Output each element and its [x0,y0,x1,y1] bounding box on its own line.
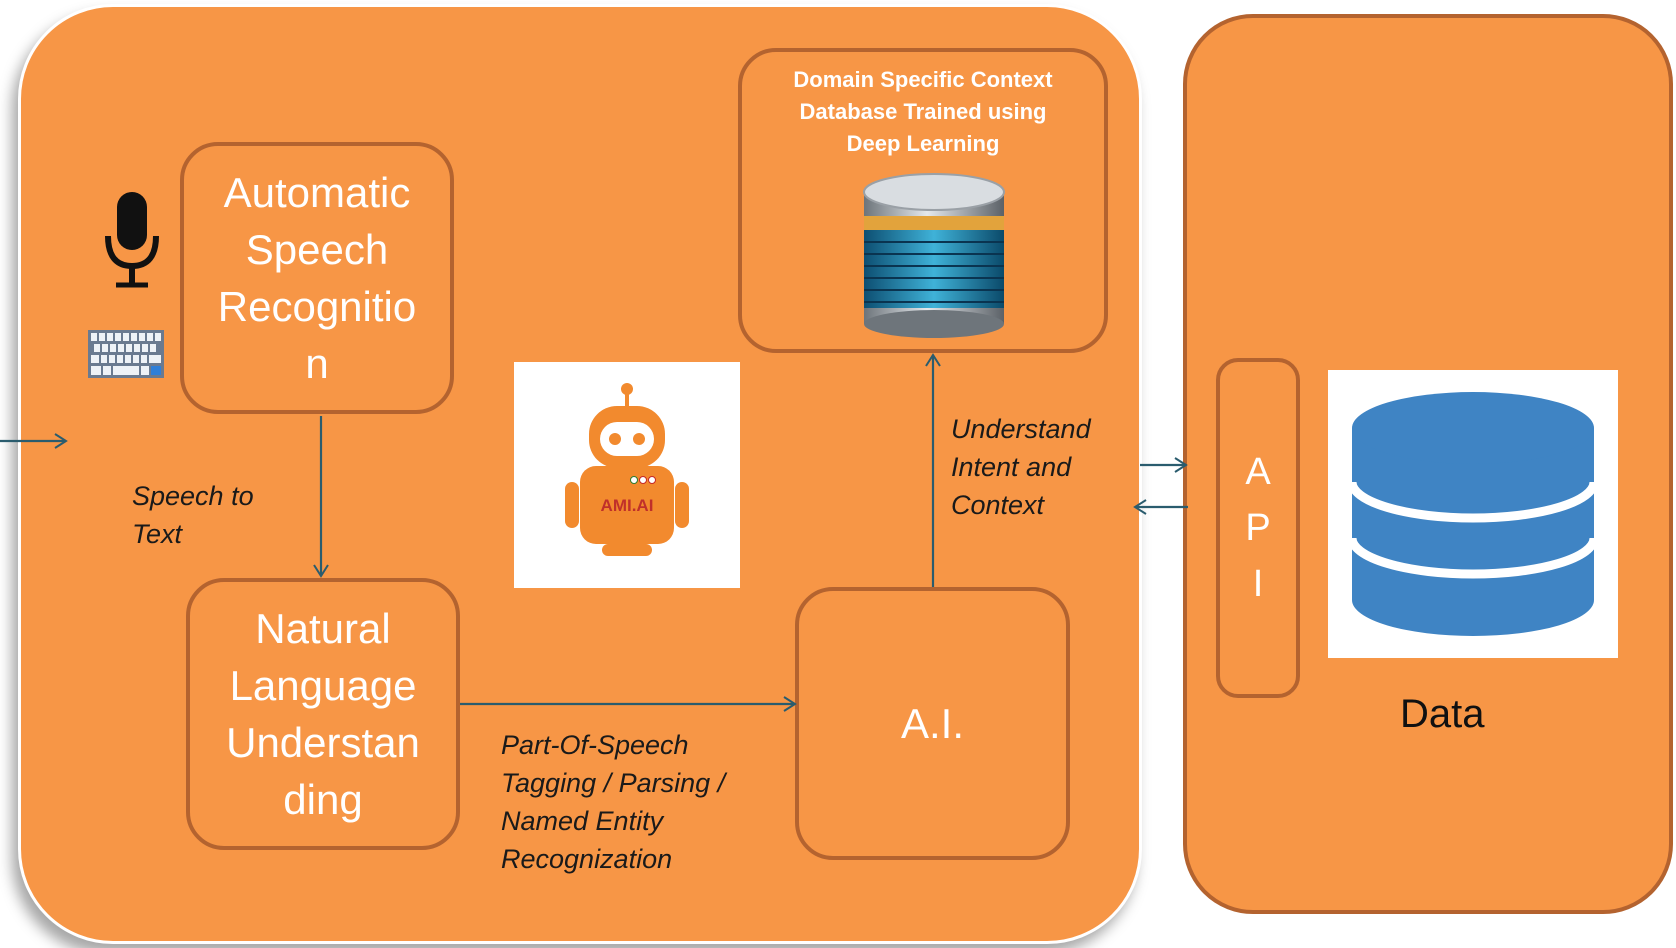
understand-intent-label: Understand Intent and Context [951,414,1091,520]
data-card [1328,370,1618,658]
ai-label: A.I. [900,700,965,747]
pos-tagging-label: Part-Of-Speech Tagging / Parsing / Named… [501,730,726,874]
ai-box: A.I. [795,587,1070,860]
nlu-text: Natural Language Understan ding [226,605,420,823]
robot-badge-text: AMI.AI [601,496,654,515]
data-cylinder-icon [1347,392,1599,636]
microphone-icon [105,192,159,288]
robot-card: AMI.AI [514,362,740,588]
nlu-box: Natural Language Understan ding [186,578,460,850]
api-text: A P I [1245,451,1271,605]
database-icon [863,173,1005,338]
speech-to-text-label: Speech to Text [132,481,254,549]
robot-logo: AMI.AI [565,383,689,556]
keyboard-icon [88,330,164,378]
domain-db-box: Domain Specific Context Database Trained… [738,48,1108,353]
domain-db-title: Domain Specific Context Database Trained… [793,67,1053,156]
data-label: Data [1400,692,1485,736]
asr-text: Automatic Speech Recognitio n [217,169,417,387]
api-box: A P I [1216,358,1300,698]
asr-box: Automatic Speech Recognitio n [180,142,454,414]
